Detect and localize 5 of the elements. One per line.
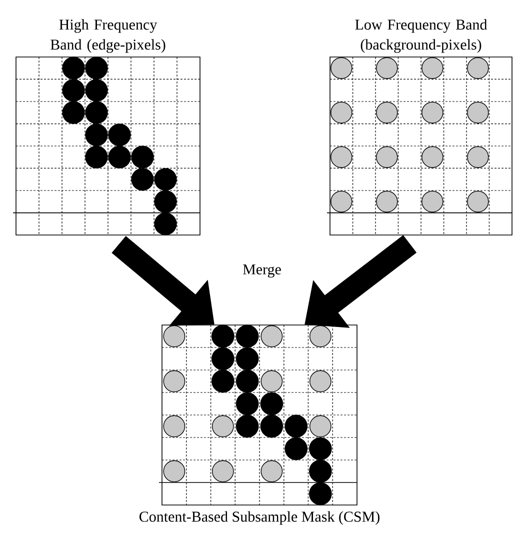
pixel-grid-drawing	[158, 324, 358, 506]
caption: Content-Based Subsample Mask (CSM)	[140, 511, 380, 525]
band-heading: High Frequency Band (edge-pixels)	[50, 19, 166, 53]
merge-label: Merge	[243, 264, 281, 278]
band-heading: Low Frequency Band (background-pixels)	[355, 19, 488, 53]
